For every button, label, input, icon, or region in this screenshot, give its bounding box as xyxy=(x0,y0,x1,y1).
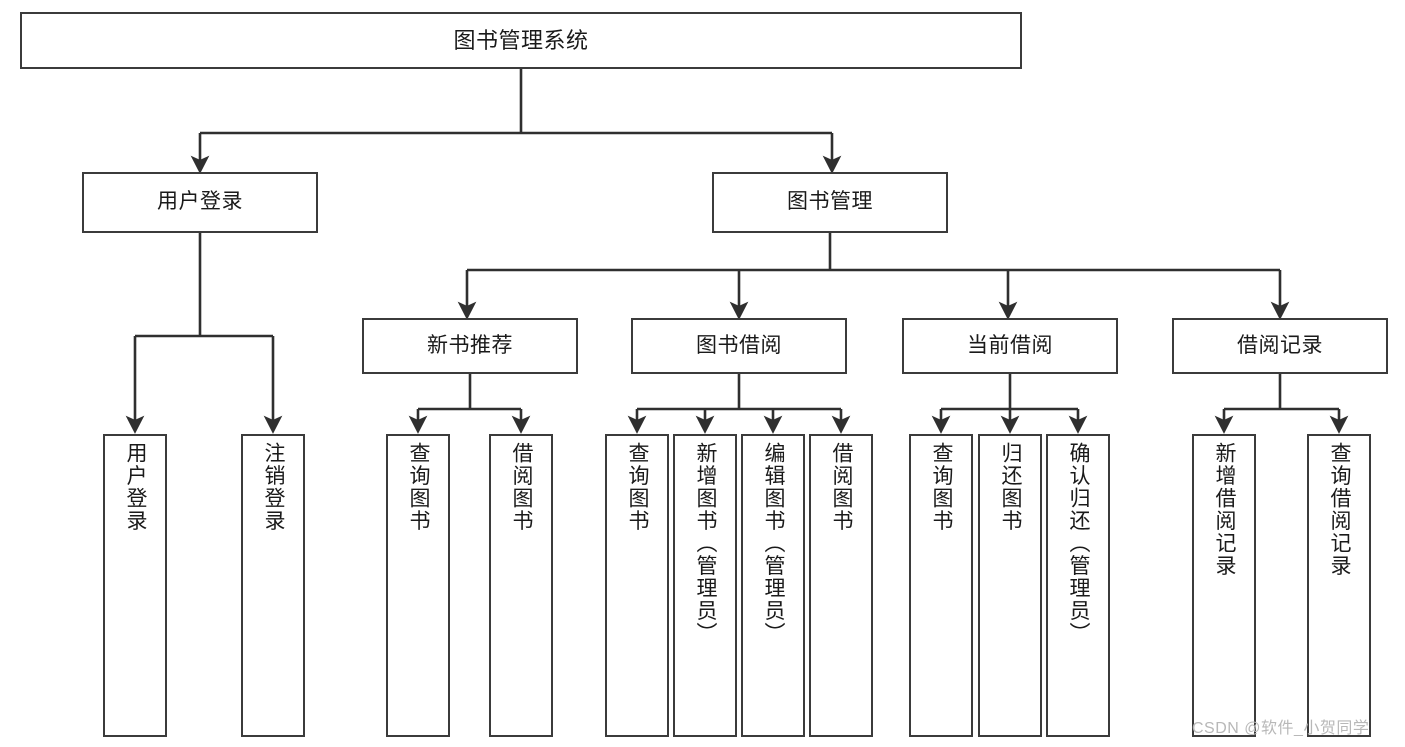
node-label: 借阅图书 xyxy=(510,442,534,532)
node-leaf-query-book-1[interactable]: 查询图书 xyxy=(386,434,450,737)
node-label: 查询借阅记录 xyxy=(1328,442,1352,577)
node-label: 新书推荐 xyxy=(427,333,513,357)
node-leaf-borrow-book-2[interactable]: 借阅图书 xyxy=(809,434,873,737)
node-label: 借阅图书 xyxy=(830,442,854,532)
node-book-manage[interactable]: 图书管理 xyxy=(712,172,948,233)
node-label: 图书管理 xyxy=(787,190,873,214)
node-label: 新增图书（管理员） xyxy=(694,442,718,645)
node-label: 新增借阅记录 xyxy=(1213,442,1237,577)
node-leaf-borrow-book-1[interactable]: 借阅图书 xyxy=(489,434,553,737)
node-label: 确认归还（管理员） xyxy=(1067,442,1091,645)
node-book-borrow[interactable]: 图书借阅 xyxy=(631,318,847,374)
node-leaf-logout[interactable]: 注销登录 xyxy=(241,434,305,737)
node-label: 用户登录 xyxy=(157,190,243,214)
node-leaf-query-record[interactable]: 查询借阅记录 xyxy=(1307,434,1371,737)
node-label: 用户登录 xyxy=(124,442,148,532)
node-book-management-system[interactable]: 图书管理系统 xyxy=(20,12,1022,69)
node-label: 借阅记录 xyxy=(1237,333,1323,357)
node-user-login[interactable]: 用户登录 xyxy=(82,172,318,233)
node-label: 编辑图书（管理员） xyxy=(762,442,786,645)
node-leaf-add-book[interactable]: 新增图书（管理员） xyxy=(673,434,737,737)
node-label: 查询图书 xyxy=(626,442,650,532)
node-label: 查询图书 xyxy=(407,442,431,532)
node-label: 图书借阅 xyxy=(696,333,782,357)
node-leaf-edit-book[interactable]: 编辑图书（管理员） xyxy=(741,434,805,737)
node-label: 注销登录 xyxy=(262,442,286,532)
node-label: 当前借阅 xyxy=(967,333,1053,357)
node-borrow-record[interactable]: 借阅记录 xyxy=(1172,318,1388,374)
node-label: 图书管理系统 xyxy=(453,27,589,53)
node-leaf-return-book[interactable]: 归还图书 xyxy=(978,434,1042,737)
node-label: 查询图书 xyxy=(930,442,954,532)
node-current-borrow[interactable]: 当前借阅 xyxy=(902,318,1118,374)
node-leaf-user-login[interactable]: 用户登录 xyxy=(103,434,167,737)
node-leaf-query-book-2[interactable]: 查询图书 xyxy=(605,434,669,737)
node-label: 归还图书 xyxy=(999,442,1023,532)
node-leaf-add-record[interactable]: 新增借阅记录 xyxy=(1192,434,1256,737)
node-leaf-query-book-3[interactable]: 查询图书 xyxy=(909,434,973,737)
node-new-book-recommend[interactable]: 新书推荐 xyxy=(362,318,578,374)
node-leaf-confirm-return[interactable]: 确认归还（管理员） xyxy=(1046,434,1110,737)
